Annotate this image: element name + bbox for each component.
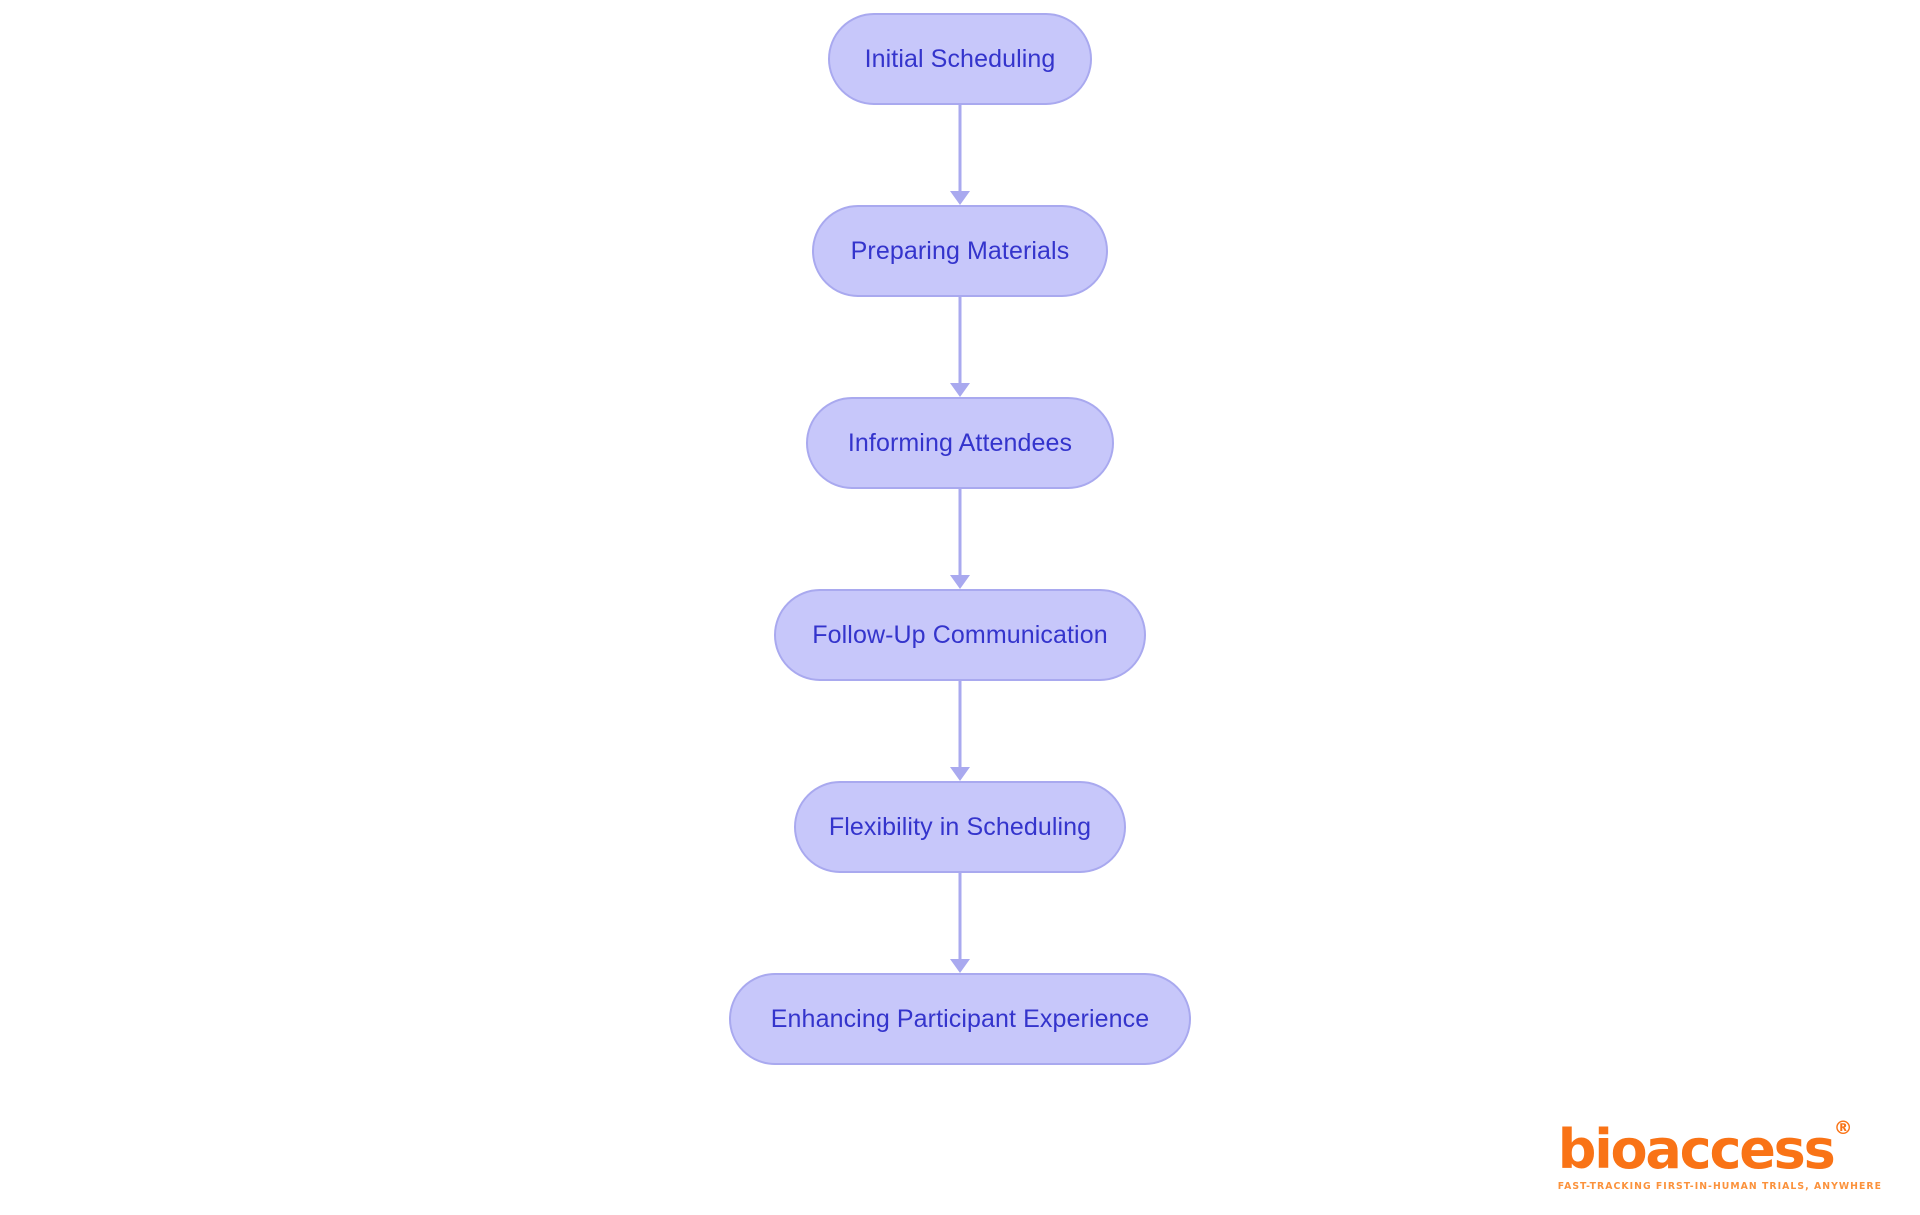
bioaccess-logo: bioaccess ® FAST-TRACKING FIRST-IN-HUMAN…	[1557, 1118, 1882, 1192]
flow-node-label: Enhancing Participant Experience	[770, 1004, 1150, 1033]
connector-line-2	[958, 297, 962, 383]
flow-node-label: Flexibility in Scheduling	[828, 812, 1092, 841]
connector-arrowhead-1	[950, 191, 970, 205]
flow-node-preparing-materials[interactable]: Preparing Materials	[812, 205, 1108, 297]
connector-arrowhead-5	[950, 959, 970, 973]
flow-node-follow-up-communication[interactable]: Follow-Up Communication	[774, 589, 1146, 681]
connector-arrowhead-3	[950, 575, 970, 589]
flow-node-informing-attendees[interactable]: Informing Attendees	[806, 397, 1114, 489]
connector-arrowhead-4	[950, 767, 970, 781]
bioaccess-wordmark-text: bioaccess	[1557, 1117, 1836, 1181]
flow-node-flexibility-in-scheduling[interactable]: Flexibility in Scheduling	[794, 781, 1126, 873]
flow-node-label: Follow-Up Communication	[812, 620, 1108, 649]
flow-node-enhancing-participant-experience[interactable]: Enhancing Participant Experience	[729, 973, 1191, 1065]
flow-node-label: Informing Attendees	[847, 428, 1073, 457]
flow-node-label: Preparing Materials	[850, 236, 1070, 265]
flow-node-initial-scheduling[interactable]: Initial Scheduling	[828, 13, 1092, 105]
connector-line-3	[958, 489, 962, 575]
flow-column: Initial Scheduling Preparing Materials I…	[729, 13, 1191, 1065]
connector-line-1	[958, 105, 962, 191]
connector-arrowhead-2	[950, 383, 970, 397]
connector-line-4	[958, 681, 962, 767]
flow-node-label: Initial Scheduling	[864, 44, 1056, 73]
registered-trademark-icon: ®	[1833, 1116, 1853, 1139]
bioaccess-wordmark: bioaccess ®	[1558, 1118, 1853, 1177]
bioaccess-tagline: FAST-TRACKING FIRST-IN-HUMAN TRIALS, ANY…	[1557, 1180, 1882, 1192]
connector-line-5	[958, 873, 962, 959]
